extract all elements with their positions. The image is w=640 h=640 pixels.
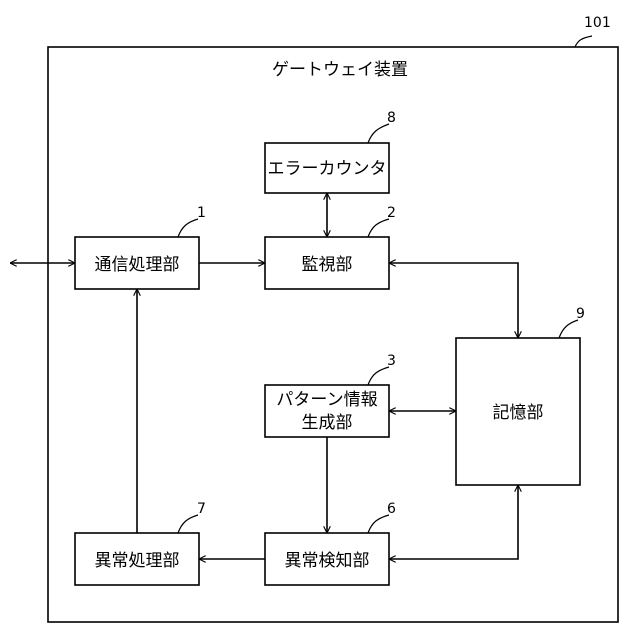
anomaly-handling-ref: 7 (197, 501, 206, 517)
storage-label: 記憶部 (493, 403, 544, 423)
monitor-ref: 2 (387, 205, 396, 221)
pattern-generation-ref-leader (368, 367, 389, 385)
device-ref-leader (575, 36, 592, 47)
comm-processing-label: 通信処理部 (95, 255, 180, 275)
monitor-ref-leader (368, 219, 389, 237)
storage-ref: 9 (576, 306, 585, 322)
device-ref: 101 (584, 15, 611, 31)
anomaly-detection-ref-leader (368, 515, 389, 533)
device-title: ゲートウェイ装置 (272, 60, 408, 80)
comm-processing-ref-leader (178, 219, 198, 237)
pattern-generation-label-line1: パターン情報 (276, 390, 377, 410)
storage-ref-leader (559, 320, 578, 338)
comm-processing-ref: 1 (197, 205, 206, 221)
error-counter-label: エラーカウンタ (268, 159, 387, 179)
error-counter-ref-leader (368, 124, 389, 143)
monitor-storage-arrow (389, 263, 518, 338)
error-counter-ref: 8 (387, 110, 396, 126)
anomaly-detection-ref: 6 (387, 501, 396, 517)
anomaly-handling-ref-leader (178, 515, 198, 533)
anomaly-handling-label: 異常処理部 (95, 551, 180, 571)
detection-storage-arrow (389, 485, 518, 559)
pattern-generation-ref: 3 (387, 353, 396, 369)
monitor-label: 監視部 (302, 255, 353, 275)
pattern-generation-label-line2: 生成部 (302, 413, 353, 433)
anomaly-detection-label: 異常検知部 (285, 551, 370, 571)
